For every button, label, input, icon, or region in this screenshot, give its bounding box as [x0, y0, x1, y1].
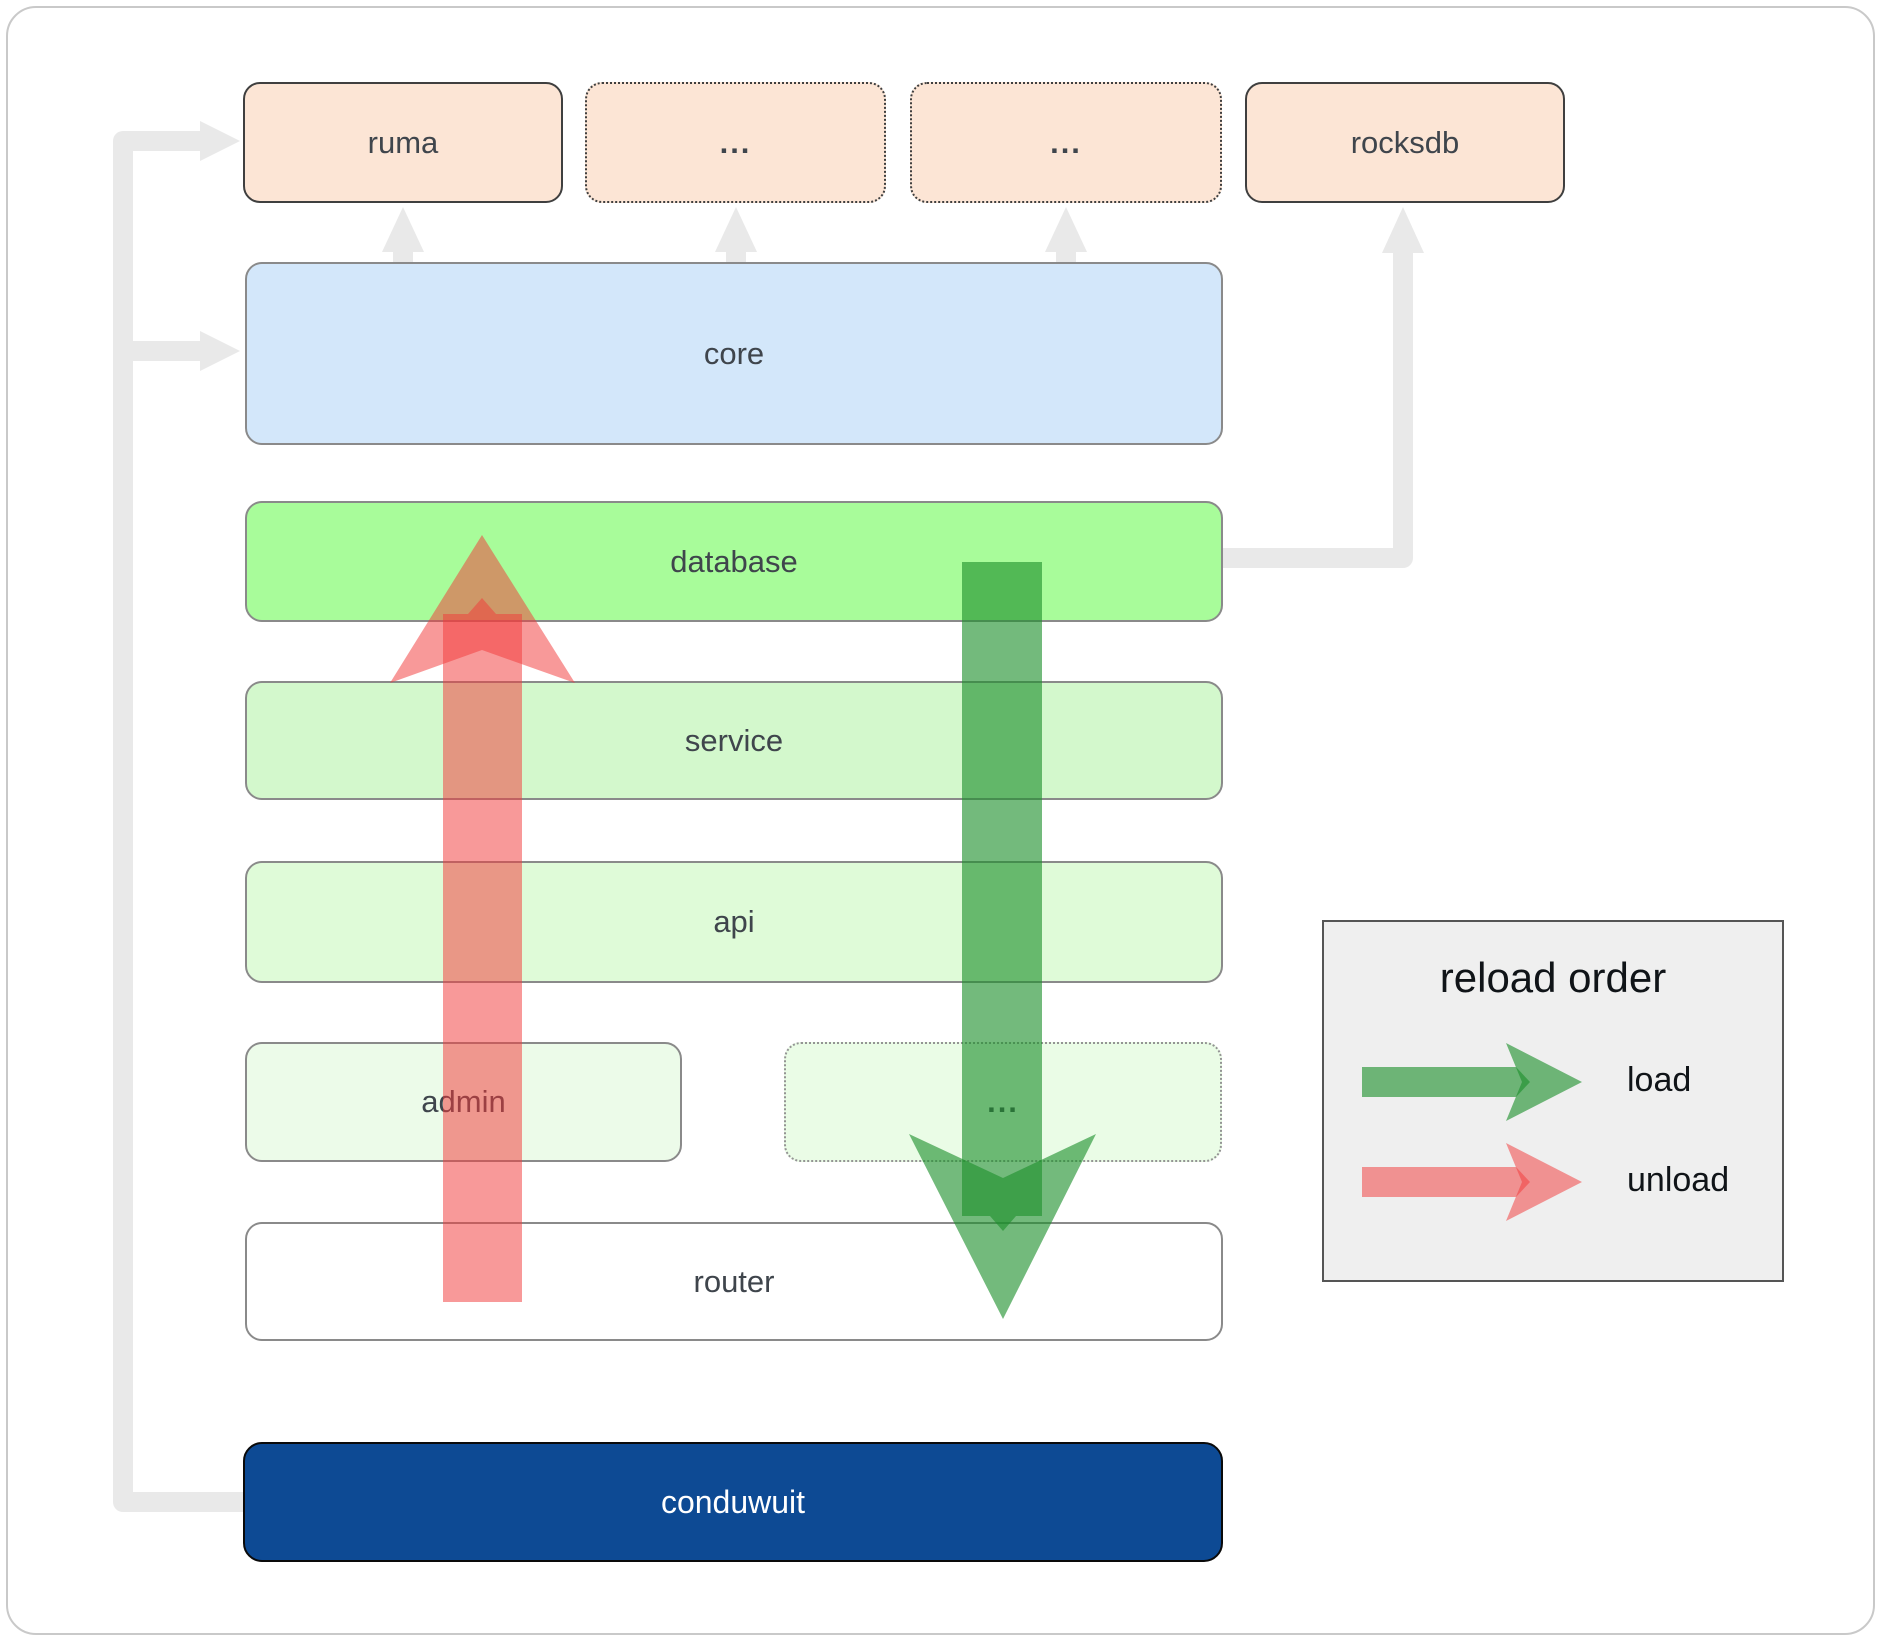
legend-unload-label: unload	[1627, 1161, 1730, 1199]
node-rocksdb: rocksdb	[1245, 82, 1565, 203]
node-database: database	[245, 501, 1223, 622]
legend: reload order	[1322, 920, 1784, 1282]
node-service: service	[245, 681, 1223, 800]
node-core: core	[245, 262, 1223, 445]
node-ruma: ruma	[243, 82, 563, 203]
legend-load-label: load	[1627, 1061, 1692, 1099]
outer-frame	[6, 6, 1875, 1635]
node-admin-etc: ...	[784, 1042, 1222, 1162]
node-crate-etc-1: ...	[585, 82, 886, 203]
legend-title: reload order	[1439, 954, 1667, 1001]
node-router: router	[245, 1222, 1223, 1341]
node-crate-etc-2: ...	[910, 82, 1222, 203]
node-admin: admin	[245, 1042, 682, 1162]
node-conduwuit: conduwuit	[243, 1442, 1223, 1562]
node-api: api	[245, 861, 1223, 983]
